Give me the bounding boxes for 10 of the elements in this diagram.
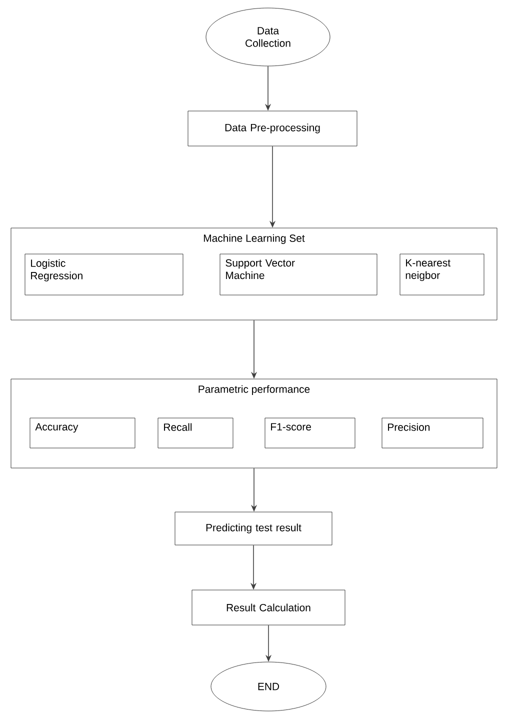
method-box: Recall [158, 418, 234, 448]
method-box: Support Vector Machine [220, 254, 378, 296]
process-box: Data Pre-processing [188, 110, 358, 146]
method-box: Precision [382, 418, 484, 448]
method-box: Logistic Regression [24, 254, 184, 296]
method-box: K-nearest neigbor [400, 254, 484, 296]
method-box: F1-score [264, 418, 356, 448]
process-box: Predicting test result [174, 512, 332, 546]
process-box: Result Calculation [192, 590, 346, 626]
method-box: Accuracy [30, 418, 136, 448]
